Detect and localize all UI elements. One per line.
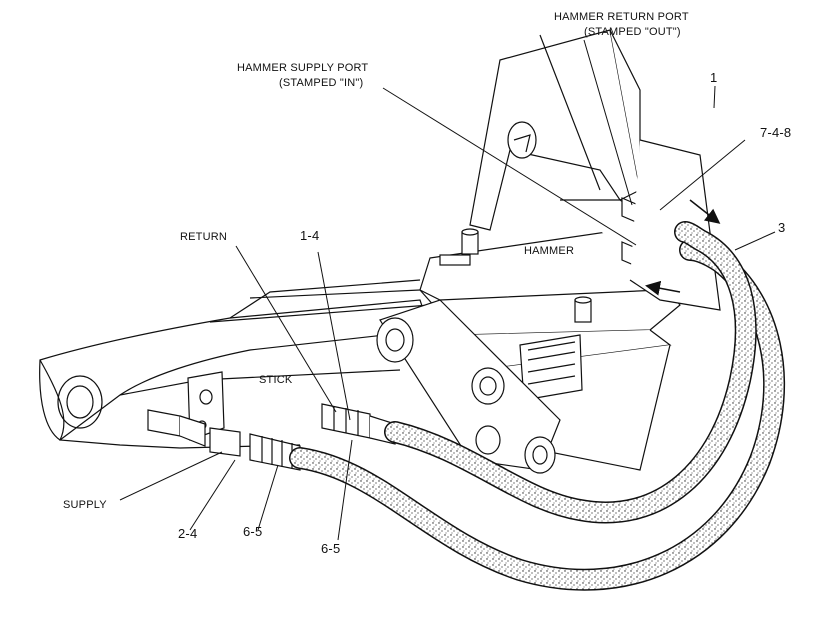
mount-links — [376, 299, 561, 474]
supply-label: SUPPLY — [63, 499, 107, 511]
stick-label: STICK — [259, 374, 293, 386]
leader-lines — [119, 39, 776, 541]
callout-1-4: 1-4 — [300, 228, 320, 243]
return-label: RETURN — [180, 231, 228, 243]
callout-6-5-right: 6-5 — [321, 541, 341, 556]
callout-6-5-left: 6-5 — [243, 524, 263, 539]
callout-7-4-8: 7-4-8 — [760, 125, 792, 140]
hammer-return-stamped-label: (STAMPED "OUT") — [584, 26, 681, 38]
hammer-return-port-label: HAMMER RETURN PORT — [554, 11, 689, 23]
stick-body — [39, 279, 431, 449]
callout-1: 1 — [710, 70, 718, 85]
stick-fittings — [147, 403, 396, 471]
callout-3: 3 — [778, 220, 786, 235]
hammer-supply-stamped-label: (STAMPED "IN") — [279, 77, 364, 89]
flow-arrows — [645, 199, 721, 296]
mount-bolts — [439, 228, 592, 323]
hammer-supply-port-label: HAMMER SUPPLY PORT — [237, 62, 369, 74]
hammer-label: HAMMER — [524, 245, 575, 257]
callout-2-4: 2-4 — [178, 526, 198, 541]
return-hose — [384, 221, 757, 524]
